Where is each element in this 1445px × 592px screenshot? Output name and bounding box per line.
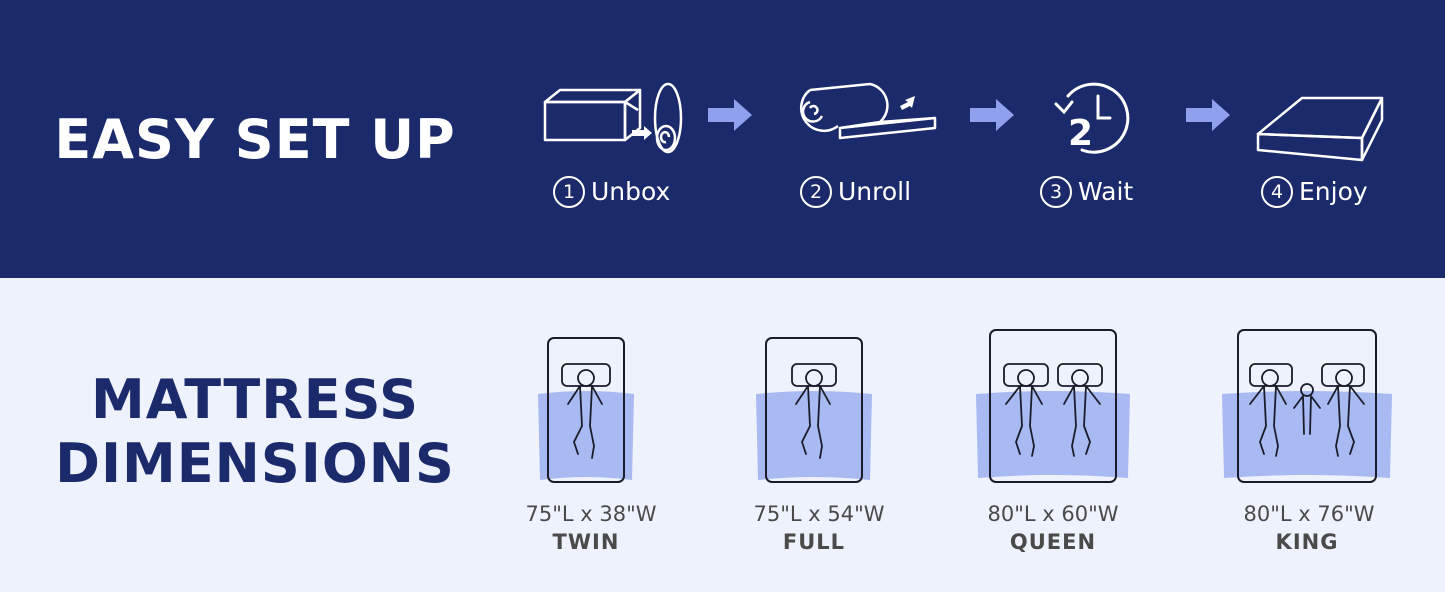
twin-size-name: TWIN bbox=[552, 530, 620, 554]
setup-title: EASY SET UP bbox=[54, 108, 456, 171]
twin-dimensions: 75"L x 38"W bbox=[525, 502, 657, 526]
arrow-right-icon bbox=[708, 99, 752, 131]
unroll-mattress-icon bbox=[800, 82, 937, 140]
step-label: Wait bbox=[1078, 177, 1134, 206]
twin-bed-icon bbox=[538, 337, 634, 483]
step-label: Unroll bbox=[838, 177, 912, 206]
king-size-name: KING bbox=[1275, 530, 1339, 554]
dimensions-title-line2: DIMENSIONS bbox=[55, 432, 455, 495]
arrow-right-icon bbox=[1186, 99, 1230, 131]
arrow-right-icon bbox=[970, 99, 1014, 131]
clock-icon-number: 2 bbox=[1068, 113, 1094, 154]
king-bed-icon bbox=[1222, 329, 1392, 483]
full-size-name: FULL bbox=[782, 530, 846, 554]
step-number-badge: 3 bbox=[1040, 176, 1072, 208]
step-label: Enjoy bbox=[1299, 177, 1368, 206]
step-label: Unbox bbox=[591, 177, 671, 206]
dimensions-title: MATTRESS DIMENSIONS bbox=[0, 368, 510, 496]
box-roll-icon bbox=[543, 82, 683, 154]
full-bed-icon bbox=[756, 337, 872, 483]
king-dimensions: 80"L x 76"W bbox=[1243, 502, 1375, 526]
step-number-badge: 2 bbox=[800, 176, 832, 208]
step-number-badge: 1 bbox=[553, 176, 585, 208]
dimensions-panel bbox=[0, 278, 1445, 592]
setup-panel bbox=[0, 0, 1445, 278]
queen-dimensions: 80"L x 60"W bbox=[987, 502, 1119, 526]
step-number-badge: 4 bbox=[1261, 176, 1293, 208]
queen-bed-icon bbox=[976, 329, 1130, 483]
clock-2-icon bbox=[1054, 82, 1130, 154]
queen-size-name: QUEEN bbox=[1009, 530, 1097, 554]
dimensions-title-line1: MATTRESS bbox=[90, 368, 420, 431]
full-dimensions: 75"L x 54"W bbox=[753, 502, 885, 526]
mattress-icon bbox=[1256, 96, 1384, 162]
